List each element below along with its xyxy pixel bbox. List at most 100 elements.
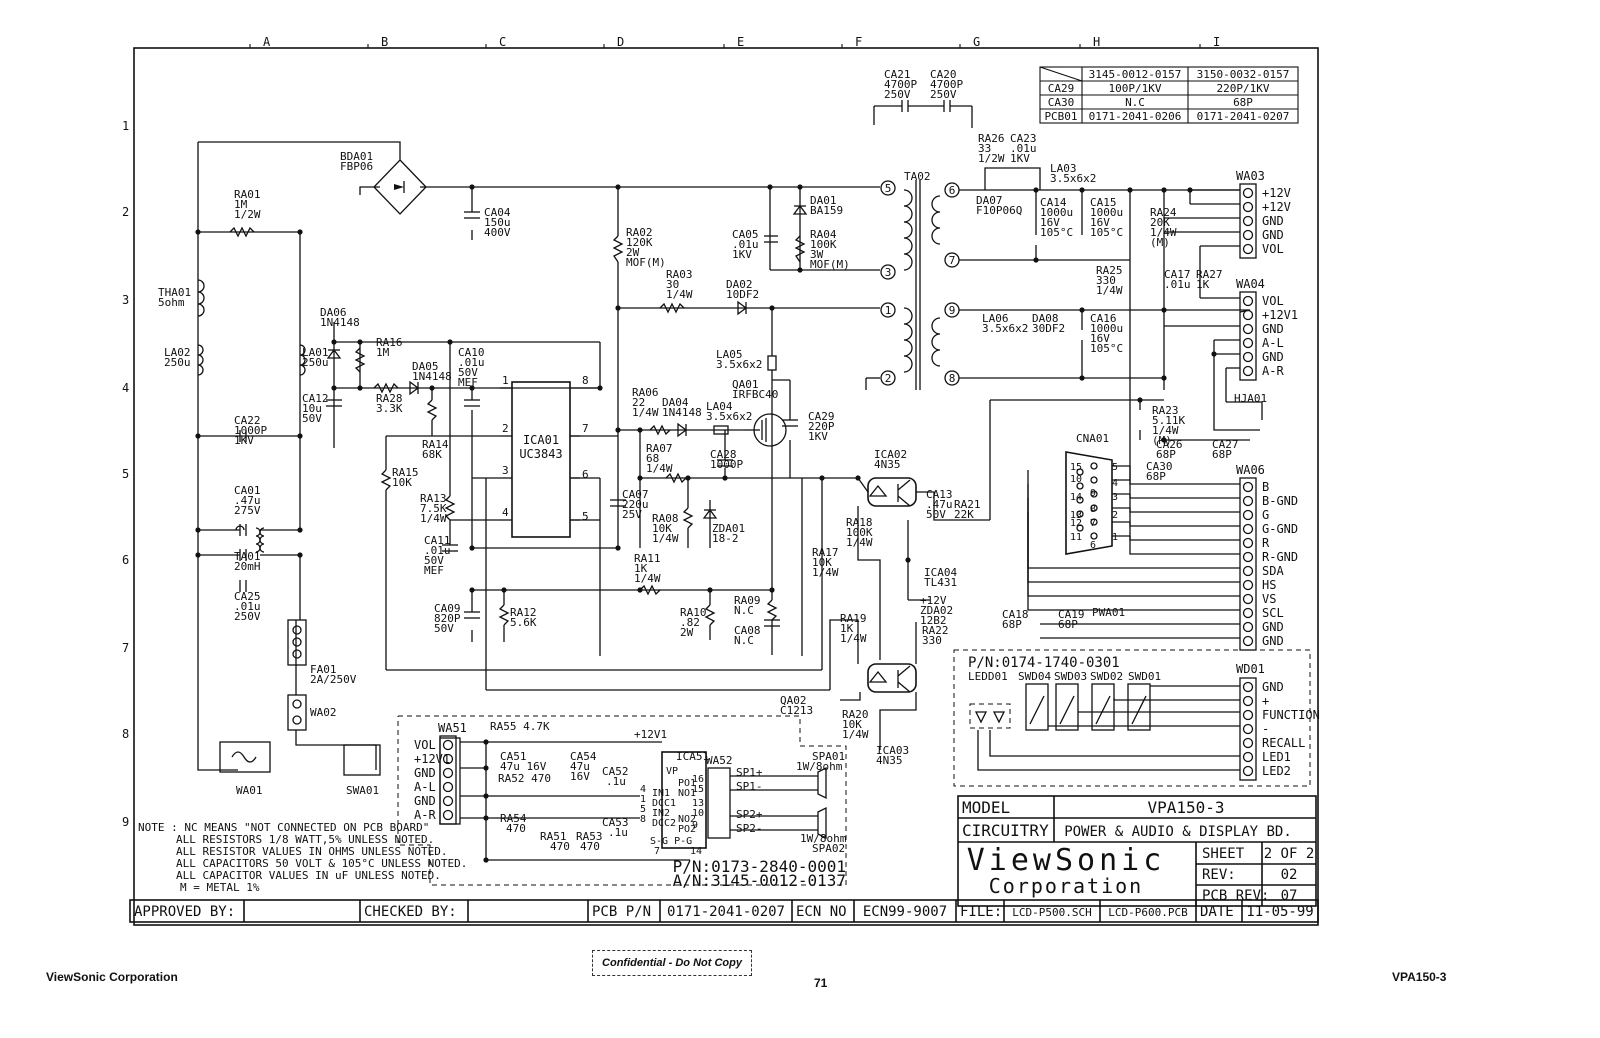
label-ca01: 275V xyxy=(234,504,261,517)
bom-value: 0171-2041-0206 xyxy=(1089,110,1182,123)
connector-pin-label: LED2 xyxy=(1262,764,1291,778)
label-ra17: 10K xyxy=(812,556,832,569)
connector-pin-label: R-GND xyxy=(1262,550,1298,564)
audio-label: 1 xyxy=(640,794,646,805)
bom-ref: CA30 xyxy=(1048,96,1075,109)
audio-label: NO2 xyxy=(678,814,696,825)
audio-label: SP1+ xyxy=(736,766,763,779)
ic-pin-number: 5 xyxy=(582,510,589,523)
label-zda02: +12V xyxy=(920,594,947,607)
label-ra22: 330 xyxy=(922,634,942,647)
label-ca05: .01u xyxy=(732,238,759,251)
label-ca05: 1KV xyxy=(732,248,752,261)
label-ica02: ICA02 xyxy=(874,448,907,461)
audio-board xyxy=(397,715,847,886)
display-board-label: SWD03 xyxy=(1054,670,1087,683)
bom-header-b: 3150-0032-0157 xyxy=(1197,68,1290,81)
label-ra14: RA14 xyxy=(422,438,449,451)
label-tha01: 5ohm xyxy=(158,296,185,309)
ic-pin-number: 6 xyxy=(582,468,589,481)
inductor-symbols xyxy=(197,279,777,553)
optocoupler-ica02 xyxy=(867,477,917,507)
label-ca11: MEF xyxy=(424,564,444,577)
pcb-rev-label: PCB REV: xyxy=(1202,888,1269,904)
label-ra22: RA22 xyxy=(922,624,949,637)
bom-ref: PCB01 xyxy=(1044,110,1077,123)
note-line: M = METAL 1% xyxy=(180,881,260,894)
audio-label: 5 xyxy=(640,804,646,815)
audio-label: .1u xyxy=(608,826,628,839)
display-board-pn: P/N:0174-1740-0301 xyxy=(968,655,1120,671)
connector-pin-label: GND xyxy=(414,766,436,780)
label-ca05: CA05 xyxy=(732,228,759,241)
dsub-pin-label: 4 xyxy=(1112,478,1118,489)
label-ca16: 1000u xyxy=(1090,322,1123,335)
label-qa01: QA01 xyxy=(732,378,759,391)
label-ra23: 1/4W xyxy=(1152,424,1179,437)
label-ra04: 3W xyxy=(810,248,824,261)
audio-label: 7 xyxy=(654,846,660,857)
label-qa02: C1213 xyxy=(780,704,813,717)
label-ra28: 3.3K xyxy=(376,402,403,415)
bom-value: 100P/1KV xyxy=(1109,82,1162,95)
ecn-label: ECN NO xyxy=(796,904,847,920)
label-ra26: 1/2W xyxy=(978,152,1005,165)
label-da05: DA05 xyxy=(412,360,439,373)
audio-label: 16V xyxy=(570,770,590,783)
label-ca29: CA29 xyxy=(808,410,835,423)
label-ca08: CA08 xyxy=(734,624,761,637)
connector-title: WA03 xyxy=(1236,169,1265,183)
audio-board-pn: P/N:0173-2840-0001 xyxy=(673,857,846,876)
feedback-wiring xyxy=(829,477,990,750)
label-ca23: 1KV xyxy=(1010,152,1030,165)
label-ca08: N.C xyxy=(734,634,754,647)
label-ca29: 1KV xyxy=(808,430,828,443)
label-da07: F10P06Q xyxy=(976,204,1022,217)
connector-blocks: WA03+12V+12VGNDGNDVOLWA04VOL+12V1GNDA-LG… xyxy=(414,169,1320,825)
label-fa01: FA01 xyxy=(310,663,337,676)
label-ca26: 68P xyxy=(1156,448,1176,461)
label-ca12: CA12 xyxy=(302,392,329,405)
connector-pin-label: G xyxy=(1262,508,1269,522)
label-ra04: 100K xyxy=(810,238,837,251)
label-ra06: RA06 xyxy=(632,386,659,399)
label-ra12: RA12 xyxy=(510,606,537,619)
label-la03: 3.5x6x2 xyxy=(1050,172,1096,185)
label-ra23: RA23 xyxy=(1152,404,1179,417)
label-ra27: RA27 xyxy=(1196,268,1223,281)
label-ca21: 250V xyxy=(884,88,911,101)
audio-label: 9 xyxy=(692,820,698,831)
secondary-wiring xyxy=(959,167,1263,520)
connector-pin-label: RECALL xyxy=(1262,736,1305,750)
connector-pin-label: GND xyxy=(1262,350,1284,364)
connector-pin-label: GND xyxy=(1262,228,1284,242)
connector-pin-label: SDA xyxy=(1262,564,1284,578)
label-ra21: 22K xyxy=(954,508,974,521)
audio-label: 15 xyxy=(692,784,704,795)
audio-label: S-G P-G xyxy=(650,836,692,847)
audio-label: CA51 xyxy=(500,750,527,763)
audio-label: IN2 xyxy=(652,808,670,819)
connector-pin-label: VOL xyxy=(414,738,436,752)
label-ca14: 1000u xyxy=(1040,206,1073,219)
label-ca10: 50V xyxy=(458,366,478,379)
label-ca14: 16V xyxy=(1040,216,1060,229)
note-line: ALL CAPACITORS 50 VOLT & 105°C UNLESS NO… xyxy=(176,857,467,870)
connector-pin-label: GND xyxy=(414,794,436,808)
connector-pin-label: + xyxy=(1262,694,1269,708)
label-la01: LA01 xyxy=(302,346,329,359)
grid-col-label: I xyxy=(1213,35,1220,49)
resistor-symbols xyxy=(229,226,806,626)
dsub-pin-label: 12 xyxy=(1070,518,1082,529)
label-ra25: 330 xyxy=(1096,274,1116,287)
label-ra19: RA19 xyxy=(840,612,867,625)
connector-pin-label: GND xyxy=(1262,620,1284,634)
label-ca26: CA26 xyxy=(1156,438,1183,451)
label-ra19: 1/4W xyxy=(840,632,867,645)
connector-pin-label: - xyxy=(1262,722,1269,736)
label-ra18: RA18 xyxy=(846,516,873,529)
label-ra13: RA13 xyxy=(420,492,447,505)
audio-label: CA53 xyxy=(602,816,629,829)
label-da07: DA07 xyxy=(976,194,1003,207)
